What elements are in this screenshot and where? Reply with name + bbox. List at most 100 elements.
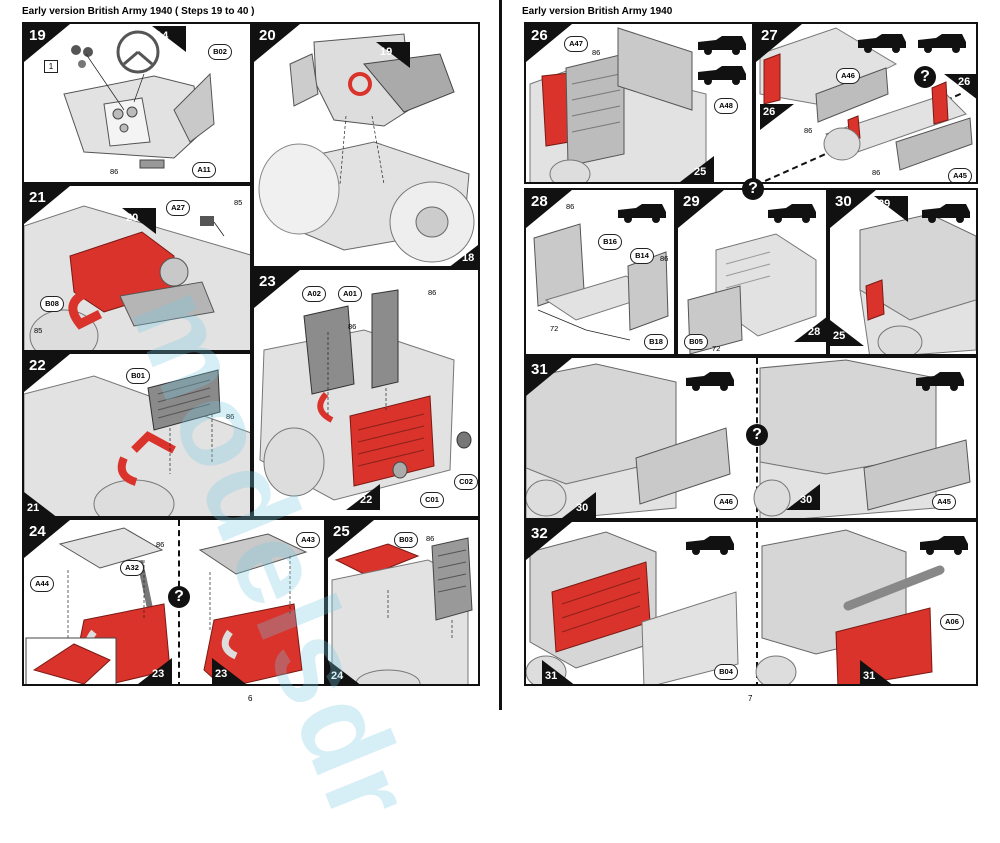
part-callout-b04: B04 [714, 664, 738, 680]
bonnet-illustration [25, 527, 308, 684]
from-step-badge: 26 [760, 104, 794, 130]
left-page-header: Early version British Army 1940 ( Steps … [22, 6, 255, 17]
part-callout-b18: B18 [644, 334, 668, 350]
part-callout-a43: A43 [296, 532, 320, 548]
step-number-badge: 27 [756, 24, 802, 62]
engine-illustration [24, 205, 250, 350]
side-rails-illustration [759, 27, 973, 171]
part-callout-a46: A46 [836, 68, 860, 84]
glue-number: 85 [34, 326, 43, 335]
radiator-illustration [24, 369, 250, 516]
step-19-panel: 19 14 1 B02 A11 86 [22, 22, 252, 184]
from-step-badge: 19 [376, 42, 410, 68]
part-callout-a48: A48 [714, 98, 738, 114]
vehicle-silhouette-icon [918, 34, 966, 53]
glue-number: 72 [550, 324, 559, 333]
side-panel-illustration [529, 27, 707, 182]
from-step-badge: 29 [874, 196, 908, 222]
glue-number: 85 [234, 198, 243, 207]
glue-number: 86 [660, 254, 669, 263]
glue-number: 72 [712, 344, 721, 353]
part-callout-b05: B05 [684, 334, 708, 350]
glue-number: 86 [804, 126, 813, 135]
vehicle-silhouette-icon [768, 204, 816, 223]
step-number-badge: 20 [254, 24, 300, 62]
step-number-badge: 24 [24, 520, 70, 558]
vehicle-silhouette-icon [698, 66, 746, 85]
from-step-badge: 30 [562, 492, 596, 518]
step-25-panel: 25 24 B03 86 [326, 518, 480, 686]
dashboard-illustration [63, 30, 215, 169]
part-callout-a46: A46 [714, 494, 738, 510]
from-step-badge: 23 [138, 658, 172, 684]
center-question-mark-icon: ? [742, 178, 764, 200]
step-number-badge: 29 [678, 190, 724, 228]
vehicle-silhouette-icon [858, 34, 906, 53]
step-number-badge: 30 [830, 190, 876, 228]
step-number-badge: 28 [526, 190, 572, 228]
from-step-badge: 18 [448, 242, 478, 266]
box-label: 1 [44, 60, 58, 73]
from-step-badge: 30 [786, 484, 820, 510]
vehicle-silhouette-icon [686, 372, 734, 391]
from-step-badge: 14 [152, 26, 186, 52]
step-27-panel: 27 ? 26 26 A46 A45 86 86 [754, 22, 978, 184]
glue-number: 86 [348, 322, 357, 331]
vehicle-silhouette-icon [686, 536, 734, 555]
part-callout-a45: A45 [932, 494, 956, 510]
part-callout-b14: B14 [630, 248, 654, 264]
part-callout-b01: B01 [126, 368, 150, 384]
rear-panel-illustration [526, 529, 945, 684]
from-step-badge: 26 [944, 74, 976, 100]
part-callout-a27: A27 [166, 200, 190, 216]
page-divider [499, 0, 502, 710]
part-callout-a45: A45 [948, 168, 972, 182]
step-number-badge: 31 [526, 358, 572, 396]
step-21-panel: 21 20 A27 B08 85 85 [22, 184, 252, 352]
canopy-install-illustration [859, 213, 976, 354]
vehicle-silhouette-icon [698, 36, 746, 55]
from-step-badge: 20 [122, 208, 156, 234]
part-callout-a47: A47 [564, 36, 588, 52]
vehicle-silhouette-icon [916, 372, 964, 391]
step-32-panel: 32 31 31 B04 A06 [524, 520, 978, 686]
right-page-header: Early version British Army 1940 [522, 6, 673, 17]
glue-number: 86 [226, 412, 235, 421]
step-31-panel: 31 ? 30 30 A46 A45 [524, 356, 978, 520]
glue-number: 86 [428, 288, 437, 297]
part-callout-a06: A06 [940, 614, 964, 630]
glue-number: 86 [566, 202, 575, 211]
glue-number: 86 [592, 48, 601, 57]
step-number-badge: 25 [328, 520, 374, 558]
step-22-panel: 22 21 B01 86 [22, 352, 252, 518]
step-23-panel: 23 22 A02 A01 C01 C02 86 86 [252, 268, 480, 518]
from-step-badge: 23 [212, 658, 246, 684]
body-box-illustration [687, 233, 817, 354]
from-step-badge: 31 [860, 660, 894, 684]
step-number-badge: 21 [24, 186, 70, 224]
from-step-badge: 21 [24, 492, 58, 516]
step-number-badge: 19 [24, 24, 70, 62]
from-step-badge: 28 [794, 316, 826, 342]
from-step-badge: 25 [680, 156, 714, 182]
front-panel-illustration [259, 289, 472, 501]
glue-number: 86 [872, 168, 881, 177]
step-29-panel: 29 28 B05 72 [676, 188, 828, 356]
part-callout-c01: C01 [420, 492, 444, 508]
question-mark-icon: ? [746, 424, 768, 446]
part-callout-a11: A11 [192, 162, 216, 178]
variant-divider [756, 522, 758, 684]
from-step-badge: 24 [328, 660, 362, 684]
part-callout-b03: B03 [394, 532, 418, 548]
step-28-panel: 28 B16 B14 B18 86 86 72 [524, 188, 676, 356]
vehicle-silhouette-icon [618, 204, 666, 223]
tailboard-illustration [533, 223, 669, 341]
step-20-panel: 20 19 18 [252, 22, 480, 268]
step-number-badge: 26 [526, 24, 572, 62]
part-callout-a01: A01 [338, 286, 362, 302]
step-30-panel: 30 29 25 [828, 188, 978, 356]
step-24-panel: 24 ? 23 23 A44 A32 A43 86 [22, 518, 326, 686]
part-callout-a32: A32 [120, 560, 144, 576]
step-number-badge: 22 [24, 354, 70, 392]
glue-number: 86 [426, 534, 435, 543]
